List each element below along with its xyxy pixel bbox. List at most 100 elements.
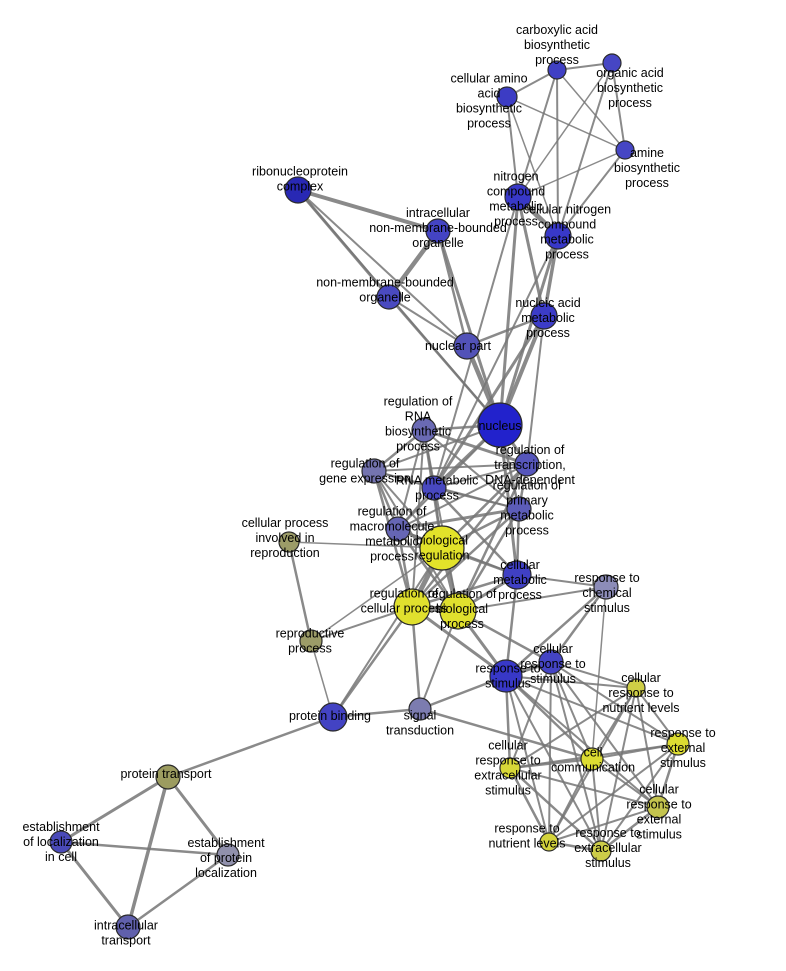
edge-regulation-of-transcription-dna-dependent--regulation-of-gene-expression[interactable] [373, 463, 528, 472]
edge-organic-acid-biosynthetic-process--nitrogen-compound-metabolic-process[interactable] [517, 62, 613, 198]
edge-protein-transport--intracellular-transport[interactable] [126, 775, 170, 929]
node-amine-biosynthetic-process[interactable] [615, 140, 635, 160]
node-signal-transduction[interactable] [408, 697, 432, 721]
node-organic-acid-biosynthetic-process[interactable] [602, 53, 622, 73]
edge-cellular-amino-acid-biosynthetic-process--amine-biosynthetic-process[interactable] [506, 96, 626, 151]
node-nitrogen-compound-metabolic-process[interactable] [504, 183, 532, 211]
edge-cellular-response-to-nutrient-levels--cellular-response-to-extracellular-stimulus[interactable] [509, 687, 637, 769]
edge-regulation-of-rna-biosynthetic-process--regulation-of-macromolecule-metabolic-process[interactable] [397, 429, 425, 530]
edge-protein-transport--establishment-of-localization-in-cell[interactable] [59, 775, 170, 844]
edge-cellular-response-to-stimulus--response-to-extracellular-stimulus[interactable] [550, 661, 602, 852]
node-ribonucleoprotein-complex[interactable] [284, 176, 312, 204]
edge-cellular-nitrogen-compound-metabolic-process--rna-metabolic-process[interactable] [433, 235, 559, 489]
edge-regulation-of-rna-biosynthetic-process--regulation-of-primary-metabolic-process[interactable] [423, 429, 520, 510]
edge-cellular-response-to-extracellular-stimulus--response-to-extracellular-stimulus[interactable] [508, 766, 603, 853]
edge-carboxylic-acid-biosynthetic-process--amine-biosynthetic-process[interactable] [556, 69, 626, 151]
node-regulation-of-gene-expression[interactable] [361, 458, 387, 484]
edge-organic-acid-biosynthetic-process--cellular-nitrogen-compound-metabolic-process[interactable] [557, 62, 613, 237]
edge-cellular-metabolic-process--response-to-stimulus[interactable] [504, 573, 519, 678]
edge-intracellular-non-membrane-bounded-organelle--nucleus[interactable] [436, 229, 502, 427]
node-nucleic-acid-metabolic-process[interactable] [530, 302, 558, 330]
edge-nucleic-acid-metabolic-process--regulation-of-transcription-dna-dependent[interactable] [526, 315, 545, 465]
node-nucleus[interactable] [477, 402, 523, 448]
edge-response-to-chemical-stimulus--regulation-of-biological-process[interactable] [457, 586, 607, 612]
edge-regulation-of-cellular-process--protein-binding[interactable] [331, 605, 414, 719]
edge-amine-biosynthetic-process--nitrogen-compound-metabolic-process[interactable] [517, 149, 626, 198]
node-regulation-of-transcription-dna-dependent[interactable] [514, 451, 540, 477]
edge-protein-binding--protein-transport[interactable] [166, 715, 335, 779]
node-intracellular-transport[interactable] [115, 914, 141, 940]
edge-establishment-of-protein-localization--intracellular-transport[interactable] [126, 853, 230, 929]
edge-protein-transport--establishment-of-protein-localization[interactable] [166, 775, 230, 857]
edge-response-to-stimulus--cellular-response-to-nutrient-levels[interactable] [505, 675, 637, 689]
edge-cellular-response-to-extracellular-stimulus--response-to-nutrient-levels[interactable] [508, 766, 551, 844]
edge-rna-metabolic-process--regulation-of-primary-metabolic-process[interactable] [433, 487, 520, 510]
edge-cellular-metabolic-process--response-to-chemical-stimulus[interactable] [516, 574, 607, 588]
edge-cellular-response-to-stimulus--cell-communication[interactable] [550, 661, 593, 760]
edge-regulation-of-transcription-dna-dependent--regulation-of-macromolecule-metabolic-process[interactable] [397, 463, 528, 530]
edge-response-to-stimulus--response-to-nutrient-levels[interactable] [505, 675, 550, 843]
node-cellular-response-to-external-stimulus[interactable] [646, 795, 670, 819]
edge-ribonucleoprotein-complex--nuclear-part[interactable] [297, 189, 468, 347]
node-regulation-of-primary-metabolic-process[interactable] [506, 496, 532, 522]
edge-cellular-response-to-stimulus--response-to-nutrient-levels[interactable] [548, 661, 552, 843]
node-non-membrane-bounded-organelle[interactable] [376, 284, 402, 310]
edge-regulation-of-primary-metabolic-process--regulation-of-cellular-process[interactable] [410, 507, 521, 609]
edge-response-to-stimulus--cell-communication[interactable] [504, 674, 594, 761]
edge-non-membrane-bounded-organelle--nucleus[interactable] [387, 295, 502, 427]
edge-organic-acid-biosynthetic-process--amine-biosynthetic-process[interactable] [611, 62, 626, 151]
node-regulation-of-cellular-process[interactable] [393, 588, 431, 626]
node-establishment-of-protein-localization[interactable] [216, 843, 240, 867]
edge-cellular-response-to-external-stimulus--response-to-extracellular-stimulus[interactable] [599, 805, 660, 853]
node-response-to-chemical-stimulus[interactable] [593, 574, 619, 600]
edge-regulation-of-transcription-dna-dependent--regulation-of-cellular-process[interactable] [410, 462, 529, 609]
node-carboxylic-acid-biosynthetic-process[interactable] [547, 60, 567, 80]
edge-cell-communication--cellular-response-to-extracellular-stimulus[interactable] [508, 757, 594, 770]
edge-ribonucleoprotein-complex--intracellular-non-membrane-bounded-organelle[interactable] [296, 188, 440, 233]
edge-nucleus--regulation-of-macromolecule-metabolic-process[interactable] [397, 424, 501, 530]
node-regulation-of-rna-biosynthetic-process[interactable] [411, 417, 437, 443]
edge-biological-regulation--cellular-process-involved-in-reproduction[interactable] [288, 541, 443, 549]
edge-regulation-of-gene-expression--regulation-of-biological-process[interactable] [373, 470, 459, 612]
node-regulation-of-biological-process[interactable] [439, 592, 477, 630]
edge-response-to-chemical-stimulus--cell-communication[interactable] [591, 586, 607, 760]
edge-carboxylic-acid-biosynthetic-process--cellular-nitrogen-compound-metabolic-process[interactable] [556, 69, 559, 237]
node-cellular-response-to-extracellular-stimulus[interactable] [499, 757, 521, 779]
edge-biological-regulation--reproductive-process[interactable] [310, 547, 443, 642]
edge-cell-communication--response-to-nutrient-levels[interactable] [548, 758, 593, 843]
node-response-to-stimulus[interactable] [489, 659, 523, 693]
node-cellular-response-to-stimulus[interactable] [538, 649, 564, 675]
edge-establishment-of-localization-in-cell--intracellular-transport[interactable] [59, 840, 130, 929]
edge-regulation-of-primary-metabolic-process--regulation-of-macromolecule-metabolic-process[interactable] [396, 507, 521, 531]
edge-response-to-external-stimulus--response-to-extracellular-stimulus[interactable] [600, 743, 679, 852]
edge-cellular-amino-acid-biosynthetic-process--nitrogen-compound-metabolic-process[interactable] [506, 96, 519, 198]
edge-cellular-response-to-stimulus--cellular-response-to-external-stimulus[interactable] [550, 661, 659, 808]
edge-regulation-of-transcription-dna-dependent--rna-metabolic-process[interactable] [433, 463, 528, 489]
edge-cellular-process-involved-in-reproduction--reproductive-process[interactable] [287, 540, 313, 643]
node-biological-regulation[interactable] [419, 525, 465, 571]
node-cellular-response-to-nutrient-levels[interactable] [626, 678, 646, 698]
node-cellular-nitrogen-compound-metabolic-process[interactable] [544, 222, 572, 250]
edge-response-to-stimulus--response-to-external-stimulus[interactable] [505, 675, 679, 745]
edge-signal-transduction--cell-communication[interactable] [418, 707, 594, 761]
node-cellular-metabolic-process[interactable] [502, 560, 532, 590]
node-response-to-nutrient-levels[interactable] [539, 832, 559, 852]
node-response-to-extracellular-stimulus[interactable] [590, 840, 612, 862]
edge-cellular-nitrogen-compound-metabolic-process--nucleus[interactable] [498, 234, 560, 427]
node-reproductive-process[interactable] [299, 629, 323, 653]
node-regulation-of-macromolecule-metabolic-process[interactable] [385, 516, 411, 542]
edge-cellular-amino-acid-biosynthetic-process--cellular-nitrogen-compound-metabolic-process[interactable] [506, 96, 559, 237]
node-cell-communication[interactable] [580, 747, 604, 771]
edge-cellular-response-to-stimulus--cellular-response-to-nutrient-levels[interactable] [550, 661, 637, 689]
node-establishment-of-localization-in-cell[interactable] [49, 830, 73, 854]
node-rna-metabolic-process[interactable] [421, 475, 447, 501]
node-cellular-amino-acid-biosynthetic-process[interactable] [496, 86, 518, 108]
edge-response-to-chemical-stimulus--cellular-response-to-stimulus[interactable] [549, 585, 608, 664]
edge-nitrogen-compound-metabolic-process--nucleus[interactable] [498, 195, 520, 427]
edge-amine-biosynthetic-process--cellular-nitrogen-compound-metabolic-process[interactable] [557, 149, 626, 237]
edge-response-to-external-stimulus--response-to-nutrient-levels[interactable] [548, 743, 679, 843]
edge-cell-communication--response-to-extracellular-stimulus[interactable] [591, 758, 602, 852]
node-response-to-external-stimulus[interactable] [666, 732, 690, 756]
edge-intracellular-non-membrane-bounded-organelle--non-membrane-bounded-organelle[interactable] [386, 228, 441, 300]
edge-response-to-chemical-stimulus--response-to-stimulus[interactable] [504, 585, 608, 678]
